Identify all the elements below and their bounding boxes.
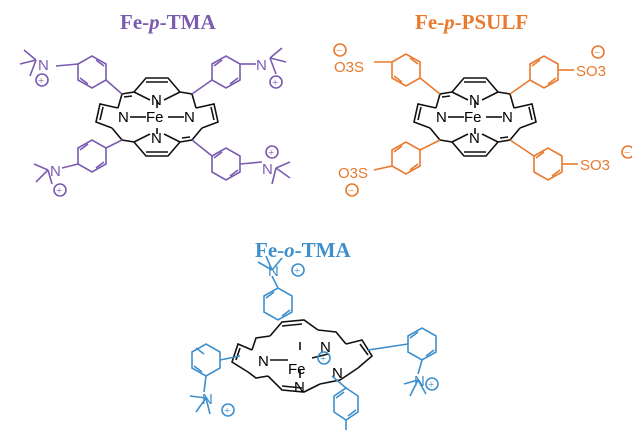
title-fe-p-tma: Fe-p-TMA [120,10,216,34]
minus-charge-2: − [594,47,600,59]
nitrogen-bottom: N [151,130,162,147]
sulfonate-4: SO3 [580,157,610,174]
sulfonate-2: SO3 [576,63,606,80]
aryl-groups [19,47,291,197]
structure-fe-o-tma: N N N N Fe [189,255,439,430]
nitrogen-top: N [320,339,331,356]
structure-fe-p-psulf: N N N N Fe [333,43,632,197]
plus-charge-4: + [268,147,274,159]
iron-center: Fe [464,109,482,126]
structure-fe-p-tma: N N N N Fe [19,47,291,197]
nitrogen-ammonium-right: N [414,373,425,390]
nitrogen-ammonium-1: N [38,57,49,74]
nitrogen-right: N [502,109,513,126]
title-fe-o-tma: Fe-o-TMA [255,238,351,262]
nitrogen-ammonium-left: N [202,391,213,408]
minus-charge-3: − [348,185,354,197]
iron-center: Fe [146,109,164,126]
plus-charge-top: + [294,265,300,277]
nitrogen-bottom: N [469,130,480,147]
nitrogen-ammonium-top: N [268,263,279,280]
plus-charge-2: + [272,77,278,89]
nitrogen-ammonium-3: N [50,163,61,180]
nitrogen-top: N [151,92,162,109]
sulfonate-1: O3S [334,59,364,76]
title-fe-p-psulf: Fe-p-PSULF [415,10,529,34]
nitrogen-ammonium-2: N [256,57,267,74]
porphyrin-core [231,319,374,393]
nitrogen-bottom: N [294,379,305,396]
iron-center: Fe [288,361,306,378]
minus-charge-4: − [624,147,630,159]
nitrogen-right: N [332,365,343,382]
minus-charge-1: − [336,45,342,57]
plus-charge-1: + [38,75,44,87]
nitrogen-left: N [258,353,269,370]
aryl-groups [333,43,632,197]
plus-charge-right: + [428,379,434,391]
plus-charge-left: + [224,405,230,417]
nitrogen-top: N [469,92,480,109]
nitrogen-left: N [118,109,129,126]
plus-charge-center: + [320,353,326,365]
plus-charge-3: + [56,185,62,197]
sulfonate-3: O3S [338,165,368,182]
aryl-groups [189,255,439,430]
nitrogen-ammonium-4: N [262,161,273,178]
nitrogen-right: N [184,109,195,126]
nitrogen-left: N [436,109,447,126]
